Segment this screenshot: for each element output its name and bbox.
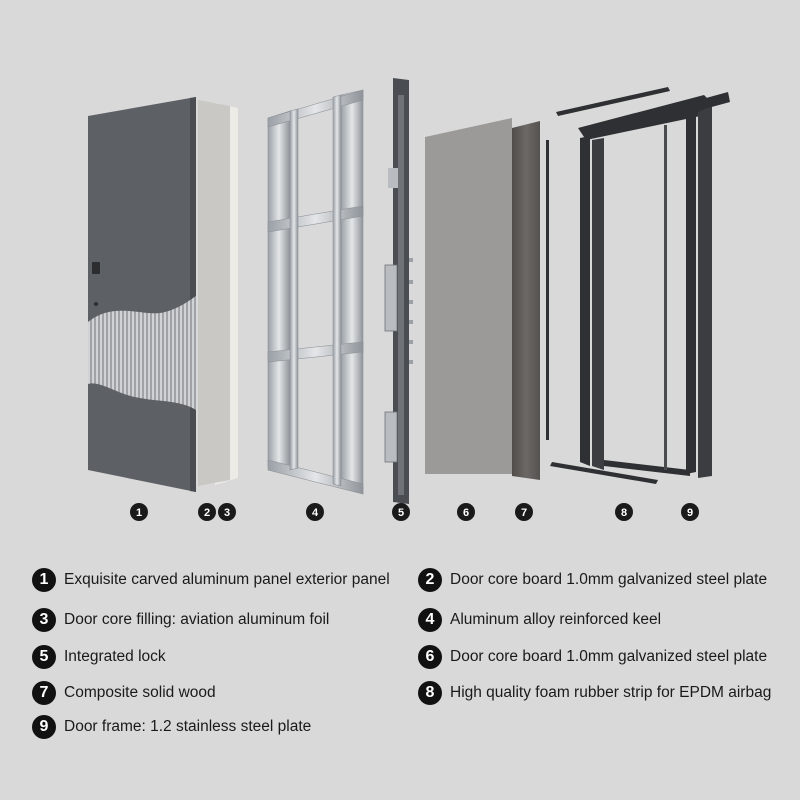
- legend-item-5: 5 Integrated lock: [32, 645, 166, 669]
- legend-badge-9: 9: [32, 715, 56, 739]
- legend-badge-1: 1: [32, 568, 56, 592]
- integrated-lock: [384, 78, 413, 504]
- legend-item-3: 3 Door core filling: aviation aluminum f…: [32, 608, 329, 632]
- legend-label-7: Composite solid wood: [64, 684, 216, 701]
- galvanized-plate-layer: [198, 100, 230, 486]
- marker-8: 8: [615, 503, 633, 521]
- legend-label-4: Aluminum alloy reinforced keel: [450, 611, 662, 628]
- svg-text:9: 9: [687, 507, 693, 519]
- legend-badge-6: 6: [418, 645, 442, 669]
- exterior-panel: [88, 97, 196, 492]
- marker-6: 6: [457, 503, 475, 521]
- marker-9: 9: [681, 503, 699, 521]
- svg-text:2: 2: [204, 507, 210, 519]
- legend-item-6: 6 Door core board 1.0mm galvanized steel…: [418, 645, 767, 669]
- svg-text:4: 4: [312, 507, 319, 519]
- door-frame: [546, 87, 730, 484]
- marker-7: 7: [515, 503, 533, 521]
- legend-label-2: Door core board 1.0mm galvanized steel p…: [450, 571, 768, 588]
- legend-item-2: 2 Door core board 1.0mm galvanized steel…: [418, 568, 767, 592]
- inner-core-board: [425, 118, 512, 474]
- svg-text:8: 8: [621, 507, 627, 519]
- legend-item-7: 7 Composite solid wood: [32, 681, 216, 705]
- svg-text:3: 3: [224, 507, 230, 519]
- composite-wood-board: [512, 121, 540, 480]
- marker-2: 2: [198, 503, 216, 521]
- legend-item-1: 1 Exquisite carved aluminum panel exteri…: [32, 568, 390, 592]
- legend-badge-7: 7: [32, 681, 56, 705]
- legend-badge-4: 4: [418, 608, 442, 632]
- legend-label-9: Door frame: 1.2 stainless steel plate: [64, 718, 312, 735]
- svg-text:6: 6: [463, 507, 469, 519]
- legend-label-8: High quality foam rubber strip for EPDM …: [450, 684, 772, 701]
- legend-item-9: 9 Door frame: 1.2 stainless steel plate: [32, 715, 311, 739]
- svg-text:5: 5: [398, 507, 404, 519]
- marker-4: 4: [306, 503, 324, 521]
- marker-3: 3: [218, 503, 236, 521]
- marker-1: 1: [130, 503, 148, 521]
- legend-item-8: 8 High quality foam rubber strip for EPD…: [418, 681, 771, 705]
- legend-label-6: Door core board 1.0mm galvanized steel p…: [450, 648, 768, 665]
- exploded-door-diagram: 1 2 3 4 5 6 7 8 9: [88, 78, 730, 521]
- legend-label-3: Door core filling: aviation aluminum foi…: [64, 611, 330, 628]
- legend-label-5: Integrated lock: [64, 648, 166, 665]
- legend-item-4: 4 Aluminum alloy reinforced keel: [418, 608, 661, 632]
- svg-text:7: 7: [521, 507, 527, 519]
- legend-badge-2: 2: [418, 568, 442, 592]
- marker-5: 5: [392, 503, 410, 521]
- legend-badge-5: 5: [32, 645, 56, 669]
- legend-badge-3: 3: [32, 608, 56, 632]
- legend-label-1: Exquisite carved aluminum panel exterior…: [64, 571, 390, 588]
- aluminum-keel-frame: [267, 89, 364, 495]
- legend-badge-8: 8: [418, 681, 442, 705]
- svg-text:1: 1: [136, 507, 142, 519]
